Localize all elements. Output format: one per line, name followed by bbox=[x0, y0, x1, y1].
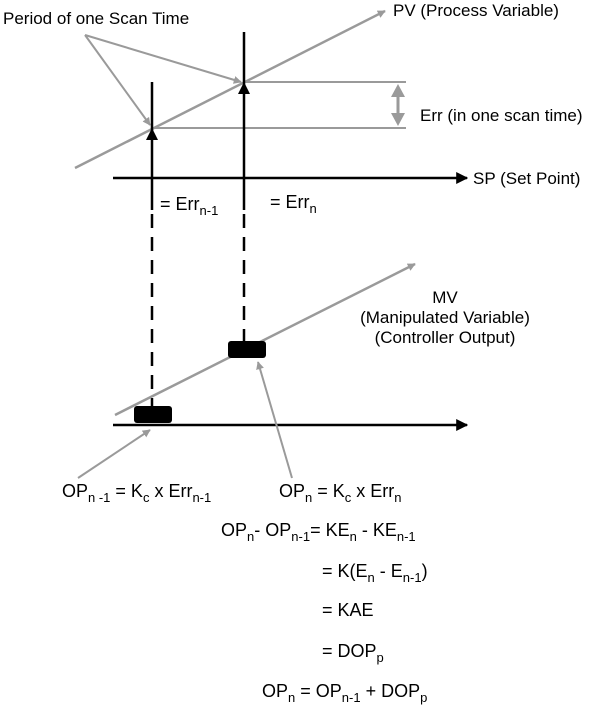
op-curr-pointer bbox=[256, 361, 293, 479]
sp-label: SP (Set Point) bbox=[473, 169, 580, 188]
mv-label: MV bbox=[432, 288, 458, 307]
delta-op-equation: OPn- OPn-1= KEn - KEn-1 bbox=[221, 520, 416, 544]
scan-arrowhead-prev bbox=[146, 128, 158, 140]
err-scan-label: Err (in one scan time) bbox=[420, 106, 583, 125]
err-curr-label: = Errn bbox=[270, 192, 317, 216]
op-prev-pointer bbox=[77, 429, 151, 479]
scan-arrowhead-curr bbox=[238, 82, 250, 94]
pv-label: PV (Process Variable) bbox=[393, 1, 559, 20]
pv-line bbox=[74, 9, 386, 170]
mv-label-line3: (Controller Output) bbox=[375, 328, 516, 347]
scan-period-label: Period of one Scan Time bbox=[3, 9, 189, 28]
op-update-equation: OPn = OPn-1 + DOPp bbox=[262, 681, 427, 705]
dop-equation: = DOPp bbox=[322, 641, 384, 665]
err-arrow-up-head bbox=[391, 84, 405, 97]
output-pulse-prev bbox=[134, 406, 172, 423]
op-curr-equation: OPn = Kc x Errn bbox=[279, 481, 402, 505]
mv-label-line2: (Manipulated Variable) bbox=[360, 308, 530, 327]
kae-equation: = KAE bbox=[322, 600, 374, 620]
scan-period-arrow-1 bbox=[84, 34, 151, 126]
k-delta-e-equation: = K(En - En-1) bbox=[322, 561, 428, 585]
output-pulse-curr bbox=[228, 341, 266, 358]
mv-line bbox=[114, 262, 416, 417]
err-prev-label: = Errn-1 bbox=[160, 194, 218, 218]
scan-period-arrow-2 bbox=[84, 34, 242, 84]
err-arrow-down-head bbox=[391, 113, 405, 126]
op-prev-equation: OPn -1 = Kc x Errn-1 bbox=[62, 481, 211, 505]
